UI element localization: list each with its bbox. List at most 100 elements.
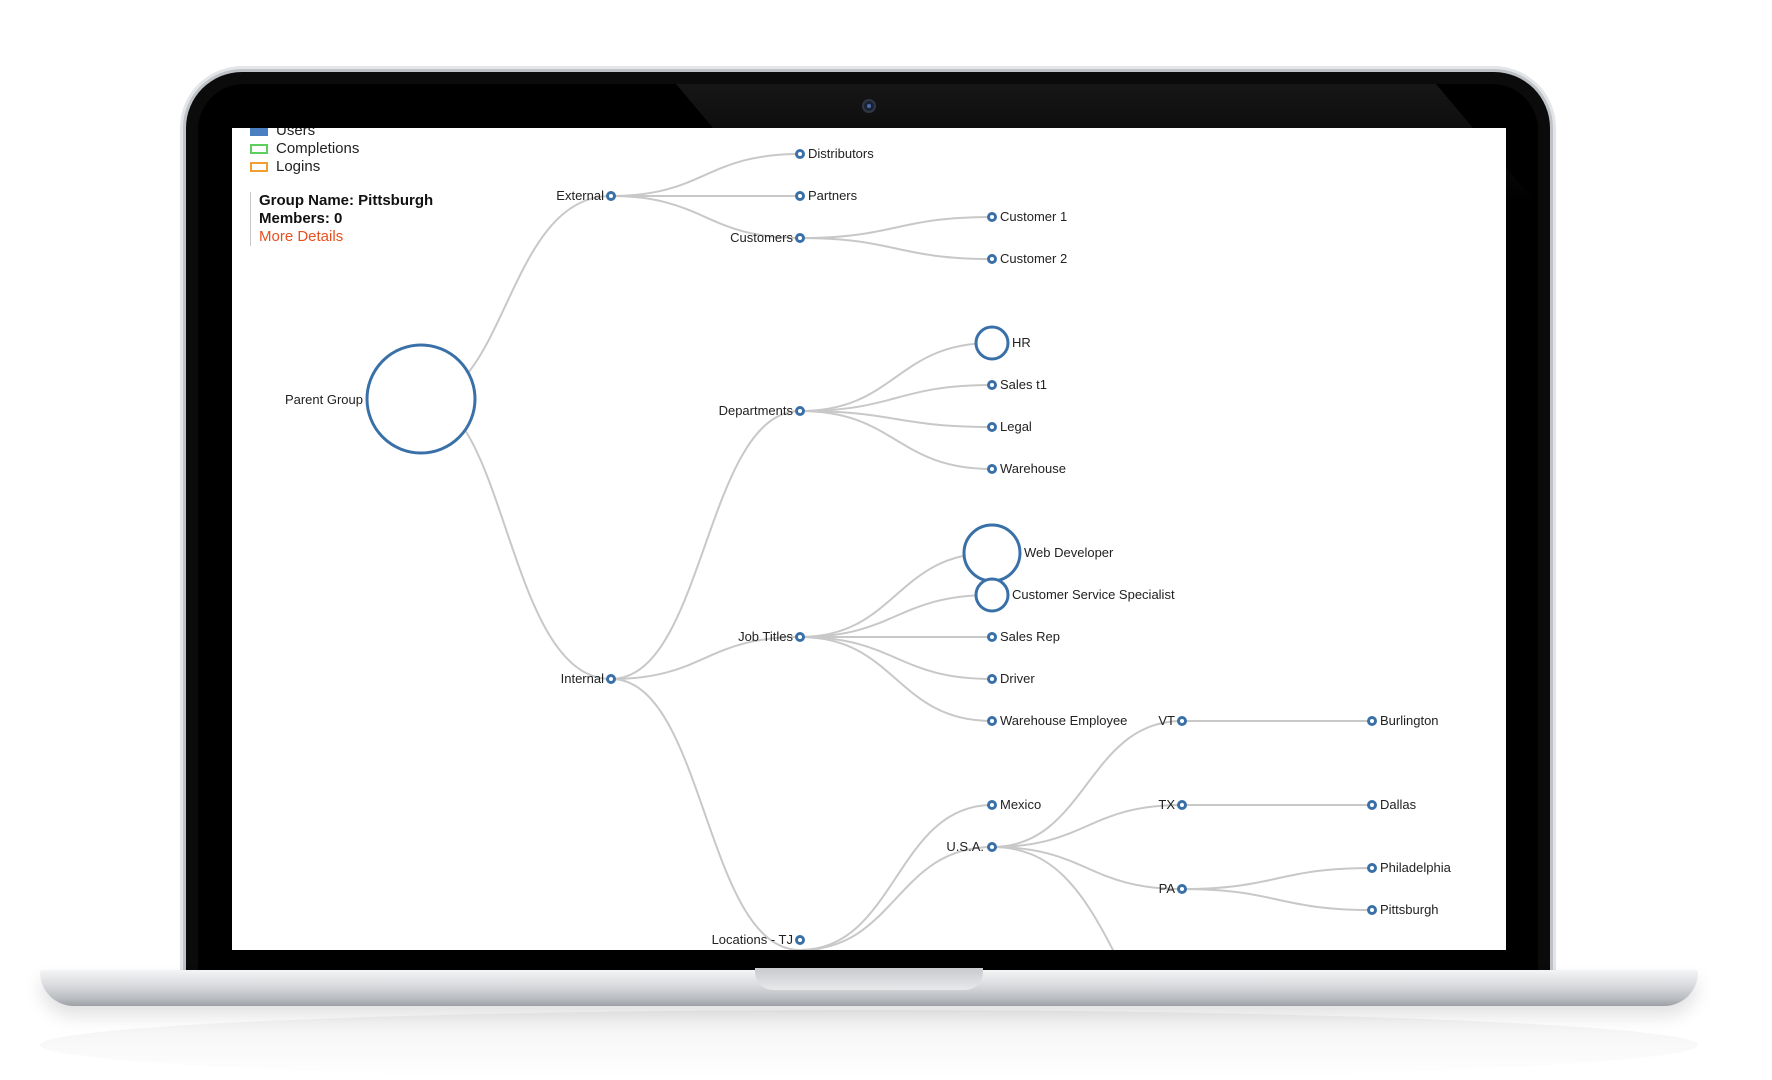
node-label-warehouse: Warehouse — [1000, 461, 1066, 476]
edge — [610, 678, 801, 950]
edge — [799, 636, 993, 722]
edge — [991, 720, 1183, 848]
tree-node-burlington[interactable]: Burlington — [1367, 713, 1439, 728]
tree-node-vt[interactable]: VT — [1158, 713, 1187, 728]
node-label-pittsburgh: Pittsburgh — [1380, 902, 1439, 917]
node-dot-icon — [1177, 716, 1187, 726]
node-circle-icon — [974, 325, 1010, 361]
node-label-driver: Driver — [1000, 671, 1035, 686]
tree-node-partners[interactable]: Partners — [795, 188, 858, 203]
edge — [1181, 867, 1373, 890]
node-dot-icon — [1367, 800, 1377, 810]
node-dot-icon — [606, 674, 616, 684]
node-label-departments: Departments — [719, 403, 794, 418]
node-label-warehouse-employee: Warehouse Employee — [1000, 713, 1127, 728]
laptop-reflection — [40, 1010, 1698, 1080]
node-label-sales-rep: Sales Rep — [1000, 629, 1060, 644]
edge — [799, 636, 993, 680]
node-dot-icon — [987, 254, 997, 264]
more-details-link[interactable]: More Details — [259, 228, 344, 245]
edge — [799, 342, 993, 412]
tree-node-warehouse[interactable]: Warehouse — [987, 461, 1067, 476]
tree-node-sales-t1[interactable]: Sales t1 — [987, 377, 1047, 392]
edge — [799, 846, 993, 950]
group-members: Members: 0 — [259, 210, 343, 227]
node-dot-icon — [795, 632, 805, 642]
tree-node-sales-rep[interactable]: Sales Rep — [987, 629, 1060, 644]
legend: Users Completions Logins — [250, 128, 359, 176]
node-label-distributors: Distributors — [808, 146, 874, 161]
node-label-sales-t1: Sales t1 — [1000, 377, 1047, 392]
tree-node-mexico[interactable]: Mexico — [987, 797, 1042, 812]
node-label-locations: Locations - TJ — [712, 932, 793, 947]
laptop-base-notch — [755, 968, 983, 990]
node-dot-icon — [987, 800, 997, 810]
tree-node-job-titles[interactable]: Job Titles — [738, 629, 805, 644]
node-dot-icon — [1367, 905, 1377, 915]
node-dot-icon — [795, 935, 805, 945]
legend-label-users: Users — [276, 128, 316, 139]
completions-swatch-icon — [250, 144, 268, 154]
node-circle-icon — [974, 577, 1010, 613]
node-dot-icon — [987, 716, 997, 726]
tree-node-tx[interactable]: TX — [1158, 797, 1187, 812]
tree-node-customers[interactable]: Customers — [730, 230, 805, 245]
node-dot-icon — [795, 406, 805, 416]
node-label-dallas: Dallas — [1380, 797, 1417, 812]
tree-node-internal[interactable]: Internal — [561, 671, 616, 686]
edge — [991, 846, 1115, 950]
node-label-external: External — [556, 188, 604, 203]
tree-node-pittsburgh[interactable]: Pittsburgh — [1367, 902, 1439, 917]
tree-node-web-developer[interactable]: Web Developer — [962, 523, 1114, 583]
tree-node-driver[interactable]: Driver — [987, 671, 1036, 686]
tree-node-usa[interactable]: U.S.A. — [946, 839, 997, 854]
node-label-burlington: Burlington — [1380, 713, 1439, 728]
node-label-hr: HR — [1012, 335, 1031, 350]
tree-node-external[interactable]: External — [556, 188, 616, 203]
edge — [799, 216, 993, 239]
tree-node-departments[interactable]: Departments — [719, 403, 805, 418]
tree-node-legal[interactable]: Legal — [987, 419, 1032, 434]
edge — [799, 804, 993, 950]
node-label-usa: U.S.A. — [946, 839, 984, 854]
node-dot-icon — [795, 191, 805, 201]
node-label-customer-2: Customer 2 — [1000, 251, 1067, 266]
tree-node-customer-2[interactable]: Customer 2 — [987, 251, 1068, 266]
node-label-pa: PA — [1159, 881, 1176, 896]
tree-node-locations[interactable]: Locations - TJ — [712, 932, 805, 947]
tree-node-hr[interactable]: HR — [974, 325, 1031, 361]
node-label-philadelphia: Philadelphia — [1380, 860, 1452, 875]
node-dot-icon — [987, 464, 997, 474]
node-label-job-titles: Job Titles — [738, 629, 793, 644]
tree-node-pa[interactable]: PA — [1159, 881, 1187, 896]
edge — [610, 153, 801, 197]
node-dot-icon — [795, 149, 805, 159]
edge — [991, 846, 1183, 890]
node-label-internal: Internal — [561, 671, 604, 686]
node-dot-icon — [987, 674, 997, 684]
node-dot-icon — [1367, 716, 1377, 726]
node-dot-icon — [1367, 863, 1377, 873]
edge — [799, 410, 993, 428]
tree-node-parent-group[interactable]: Parent Group — [285, 343, 477, 455]
edge — [991, 804, 1183, 848]
node-label-web-developer: Web Developer — [1024, 545, 1114, 560]
node-label-mexico: Mexico — [1000, 797, 1041, 812]
logins-swatch-icon — [250, 162, 268, 172]
node-label-vt: VT — [1158, 713, 1175, 728]
node-label-parent-group: Parent Group — [285, 392, 363, 407]
tree-node-dallas[interactable]: Dallas — [1367, 797, 1417, 812]
tree-node-distributors[interactable]: Distributors — [795, 146, 875, 161]
tree-node-customer-service-specialist[interactable]: Customer Service Specialist — [974, 577, 1175, 613]
tree-node-customer-1[interactable]: Customer 1 — [987, 209, 1068, 224]
legend-label-logins: Logins — [276, 158, 321, 175]
tree-node-warehouse-employee[interactable]: Warehouse Employee — [987, 713, 1128, 728]
edge — [799, 237, 993, 260]
node-label-customers: Customers — [730, 230, 793, 245]
tree-node-philadelphia[interactable]: Philadelphia — [1367, 860, 1452, 875]
camera-icon — [864, 101, 874, 111]
edge — [610, 636, 801, 680]
node-dot-icon — [1177, 884, 1187, 894]
group-tree: Parent Group External Distributors Partn… — [285, 146, 1452, 950]
